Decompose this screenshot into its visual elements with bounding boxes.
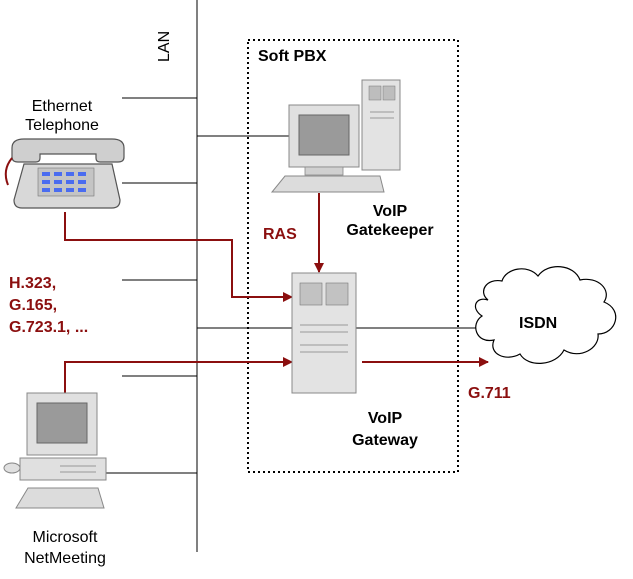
gatekeeper-computer-icon: [270, 79, 401, 193]
netmeeting-label-line1: Microsoft: [32, 529, 98, 546]
gatekeeper-label-line1: VoIP: [372, 203, 408, 220]
ethernet-telephone-label-line1: Ethernet: [31, 98, 93, 115]
g711-label: G.711: [468, 385, 511, 402]
ethernet-telephone-label-line2: Telephone: [25, 117, 99, 134]
telephone-keypad: [42, 172, 86, 192]
isdn-cloud-icon: [474, 266, 617, 364]
netmeeting-label: Microsoft NetMeeting: [5, 527, 125, 569]
protocols-label-line1: H.323,: [9, 275, 57, 292]
netmeeting-to-gateway-arrow: [64, 357, 293, 395]
gateway-label-line1: VoIP: [367, 410, 403, 427]
ras-label: RAS: [263, 226, 297, 243]
protocols-label-line2: G.165,: [9, 297, 58, 314]
netmeeting-computer-icon: [3, 392, 107, 509]
netmeeting-label-line2: NetMeeting: [24, 550, 106, 567]
protocols-label: H.323, G.165, G.723.1, ...: [9, 273, 88, 339]
gateway-server-icon: [291, 272, 357, 394]
gatekeeper-label-line2: Gatekeeper: [346, 222, 434, 239]
gatekeeper-label: VoIP Gatekeeper: [335, 202, 445, 240]
lan-label: LAN: [156, 30, 173, 62]
ethernet-telephone-label: Ethernet Telephone: [12, 97, 112, 135]
isdn-label: ISDN: [519, 315, 558, 332]
gateway-label-line2: Gateway: [352, 432, 418, 449]
flow-arrows: [64, 193, 489, 395]
protocols-label-line3: G.723.1, ...: [9, 319, 89, 336]
phone-to-gateway-arrow: [64, 212, 293, 302]
ethernet-telephone-icon: [4, 138, 125, 209]
gateway-label: VoIP Gateway: [330, 408, 440, 452]
soft-pbx-label: Soft PBX: [258, 48, 327, 65]
soft-pbx-boundary: [247, 39, 459, 473]
